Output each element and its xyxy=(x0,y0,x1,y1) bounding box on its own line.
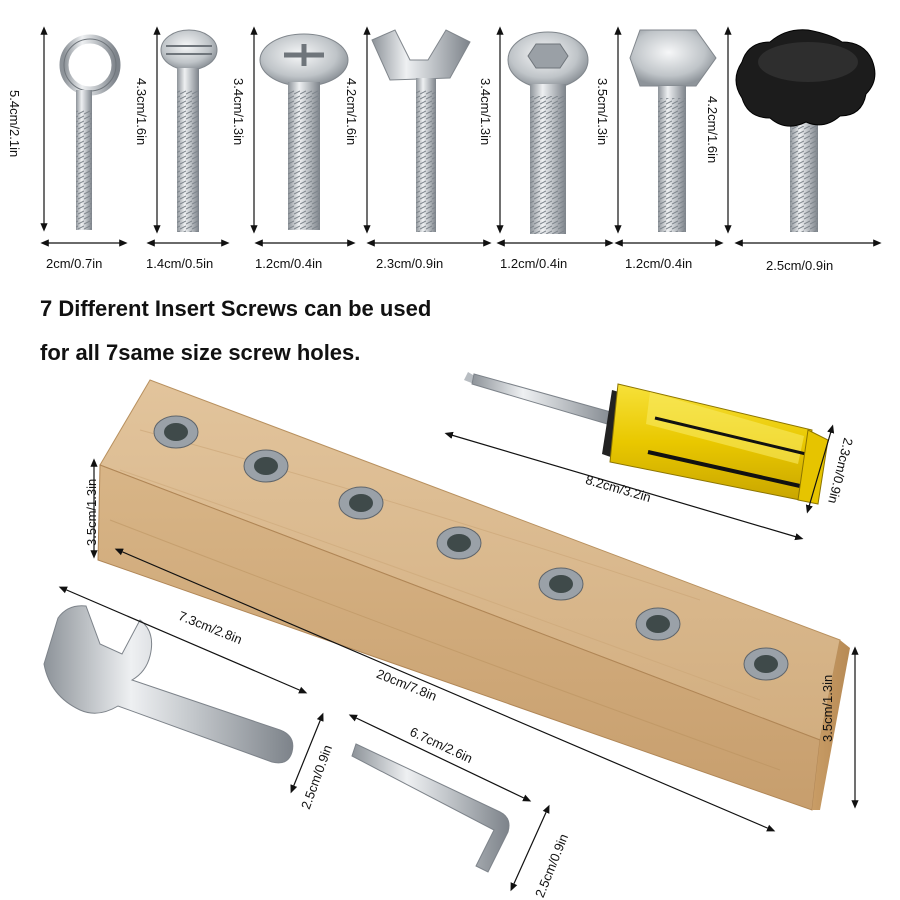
hex-socket-bolt-icon xyxy=(507,31,589,234)
flat-head-bolt-icon xyxy=(160,29,218,232)
screw-7-width: 2.5cm/0.9in xyxy=(766,258,834,273)
block-right-height: 3.5cm/1.3in xyxy=(820,674,835,742)
screw-4-height: 4.2cm/1.6in xyxy=(344,78,359,146)
screw-7-height: 4.2cm/1.6in xyxy=(705,96,720,164)
screw-2-width: 1.4cm/0.5in xyxy=(146,256,214,271)
screw-6-width: 1.2cm/0.4in xyxy=(625,256,693,271)
phillips-bolt-icon xyxy=(259,33,349,230)
screw-hole-7 xyxy=(743,647,789,681)
screw-1-height: 5.4cm/2.1in xyxy=(7,90,22,158)
hex-key xyxy=(351,743,510,873)
screw-hole-6 xyxy=(635,607,681,641)
screw-3-height: 3.4cm/1.3in xyxy=(231,78,246,146)
hex-head-bolt-icon xyxy=(629,29,717,232)
screw-5-width: 1.2cm/0.4in xyxy=(500,256,568,271)
screw-hole-5 xyxy=(538,567,584,601)
screwdriver xyxy=(464,372,829,505)
screw-2-height: 4.3cm/1.6in xyxy=(134,78,149,146)
screw-hole-4 xyxy=(436,526,482,560)
wing-bolt-icon xyxy=(371,29,471,232)
screw-6-height: 3.5cm/1.3in xyxy=(595,78,610,146)
screw-hole-3 xyxy=(338,486,384,520)
screw-hole-1 xyxy=(153,415,199,449)
screw-4-width: 2.3cm/0.9in xyxy=(376,256,444,271)
screw-5-height: 3.4cm/1.3in xyxy=(478,78,493,146)
block-left-height: 3.5cm/1.3in xyxy=(84,478,99,546)
screw-1-width: 2cm/0.7in xyxy=(46,256,103,271)
headline-line-1: 7 Different Insert Screws can be used xyxy=(40,296,432,321)
headline-line-2: for all 7same size screw holes. xyxy=(40,340,361,365)
screw-3-width: 1.2cm/0.4in xyxy=(255,256,323,271)
open-end-wrench xyxy=(43,605,294,764)
screw-hole-2 xyxy=(243,449,289,483)
star-knob-bolt-icon xyxy=(735,29,876,232)
eye-bolt-icon xyxy=(59,34,121,230)
